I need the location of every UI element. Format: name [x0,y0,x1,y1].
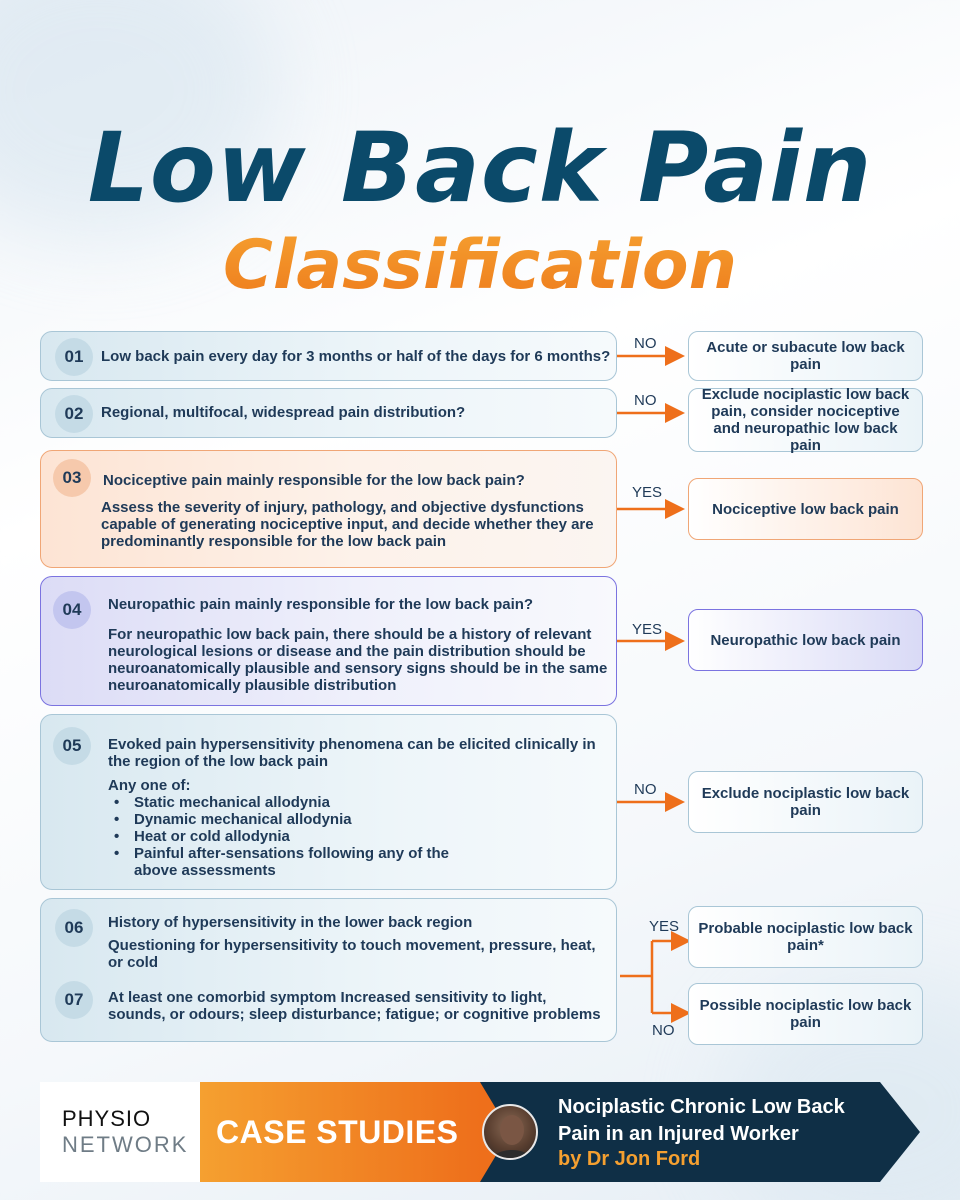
question-description: Questioning for hypersensitivity to touc… [108,937,596,971]
question-box-06-07: 06 History of hypersensitivity in the lo… [40,898,617,1042]
branch-label: YES [632,484,663,501]
criteria-list: Static mechanical allodynia Dynamic mech… [108,794,488,879]
question-text: At least one comorbid symptom Increased … [108,989,601,1023]
case-studies-label: CASE STUDIES [200,1082,480,1182]
case-study-title: Nociplastic Chronic Low Back Pain in an … [558,1096,845,1145]
list-item: Static mechanical allodynia [108,794,488,811]
author-avatar [482,1104,538,1160]
list-item: Painful after-sensations following any o… [108,845,488,879]
result-box: Exclude nociplastic low back pain, consi… [688,386,923,454]
question-text: Regional, multifocal, widespread pain di… [101,404,466,421]
footer-banner: CASE STUDIES PHYSIO NETWORK Nociplastic … [40,1082,920,1182]
branch-label: NO [634,781,657,798]
case-study-author: by Dr Jon Ford [558,1148,701,1170]
result-box: Neuropathic low back pain [688,609,923,671]
step-number: 01 [55,338,93,376]
list-item: Heat or cold allodynia [108,828,488,845]
list-item: Dynamic mechanical allodynia [108,811,488,828]
question-text: Nociceptive pain mainly responsible for … [103,472,525,489]
question-box-03: 03 Nociceptive pain mainly responsible f… [40,450,617,568]
physio-network-logo: PHYSIO NETWORK [40,1082,200,1182]
step-number: 02 [55,395,93,433]
branch-label: NO [634,335,657,352]
question-description: For neuropathic low back pain, there sho… [108,626,608,694]
question-box-04: 04 Neuropathic pain mainly responsible f… [40,576,617,706]
branch-label: YES [649,918,680,935]
result-box: Acute or subacute low back pain [688,331,923,381]
page-subtitle: Classification [0,226,960,305]
step-number: 03 [53,459,91,497]
question-box-05: 05 Evoked pain hypersensitivity phenomen… [40,714,617,890]
question-description: Assess the severity of injury, pathology… [101,499,594,550]
question-lead: Any one of: [108,777,191,794]
branch-label: YES [632,621,663,638]
question-box-02: 02 Regional, multifocal, widespread pain… [40,388,617,438]
result-box: Possible nociplastic low back pain [688,983,923,1045]
step-number: 06 [55,909,93,947]
result-box: Probable nociplastic low back pain* [688,906,923,968]
question-text: Low back pain every day for 3 months or … [101,348,611,365]
question-text: Neuropathic pain mainly responsible for … [108,596,534,613]
branch-label: NO [652,1022,675,1039]
result-box: Exclude nociplastic low back pain [688,771,923,833]
result-box: Nociceptive low back pain [688,478,923,540]
step-number: 05 [53,727,91,765]
footer-dark-panel [420,1082,920,1182]
step-number: 07 [55,981,93,1019]
branch-label: NO [634,392,657,409]
question-text: Evoked pain hypersensitivity phenomena c… [108,736,596,770]
page-title: Low Back Pain [87,112,873,224]
arrow-q67-fork [620,941,654,1013]
question-box-01: 01 Low back pain every day for 3 months … [40,331,617,381]
question-text: History of hypersensitivity in the lower… [108,914,473,931]
step-number: 04 [53,591,91,629]
